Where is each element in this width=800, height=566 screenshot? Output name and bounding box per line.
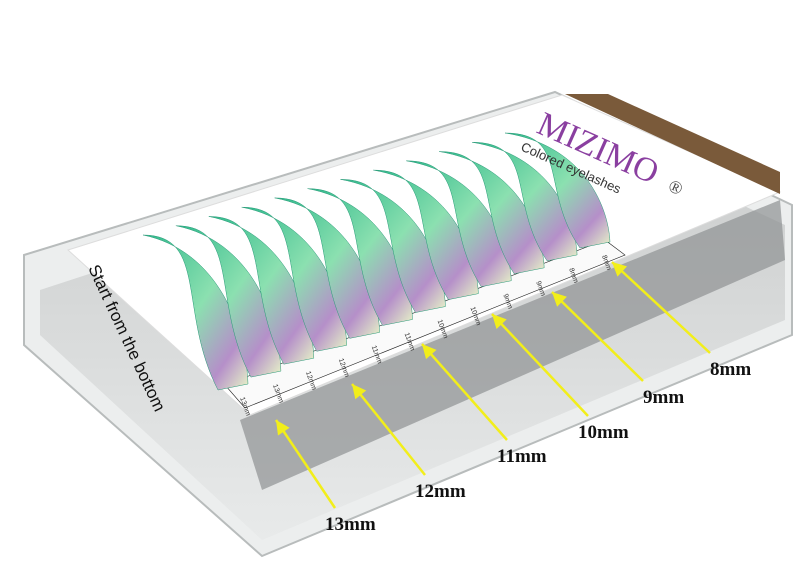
callout-arrow <box>551 291 644 382</box>
callout-arrow <box>611 261 711 354</box>
callout-label: 8mm <box>710 359 751 380</box>
callout-arrow <box>421 343 508 441</box>
callout-label: 9mm <box>643 387 684 408</box>
arrowhead-icon <box>352 384 367 400</box>
callout-arrow <box>351 383 426 476</box>
arrowhead-icon <box>276 420 290 436</box>
lash-rows <box>142 132 611 391</box>
callouts: 8mm 9mm 10mm 11mm 12mm 13mm <box>274 261 751 535</box>
callout-label: 10mm <box>578 422 629 443</box>
row-label: 8mm <box>600 254 612 271</box>
row-label: 9mm <box>501 293 513 310</box>
row-label: 8mm <box>567 267 579 284</box>
callout-label: 13mm <box>325 514 376 535</box>
tray-shadow <box>240 200 785 490</box>
arrowhead-icon <box>492 314 507 329</box>
callout-label: 11mm <box>497 446 547 467</box>
length-label-strip <box>224 239 626 409</box>
arrowhead-icon <box>422 344 437 360</box>
callout-label: 12mm <box>415 481 466 502</box>
arrowhead-icon <box>552 292 567 307</box>
brown-stripe <box>565 94 780 194</box>
lash-row <box>504 132 611 249</box>
row-label: 9mm <box>534 280 546 297</box>
arrowhead-icon <box>612 262 628 277</box>
callout-arrow <box>274 419 337 509</box>
callout-arrow <box>491 313 589 417</box>
